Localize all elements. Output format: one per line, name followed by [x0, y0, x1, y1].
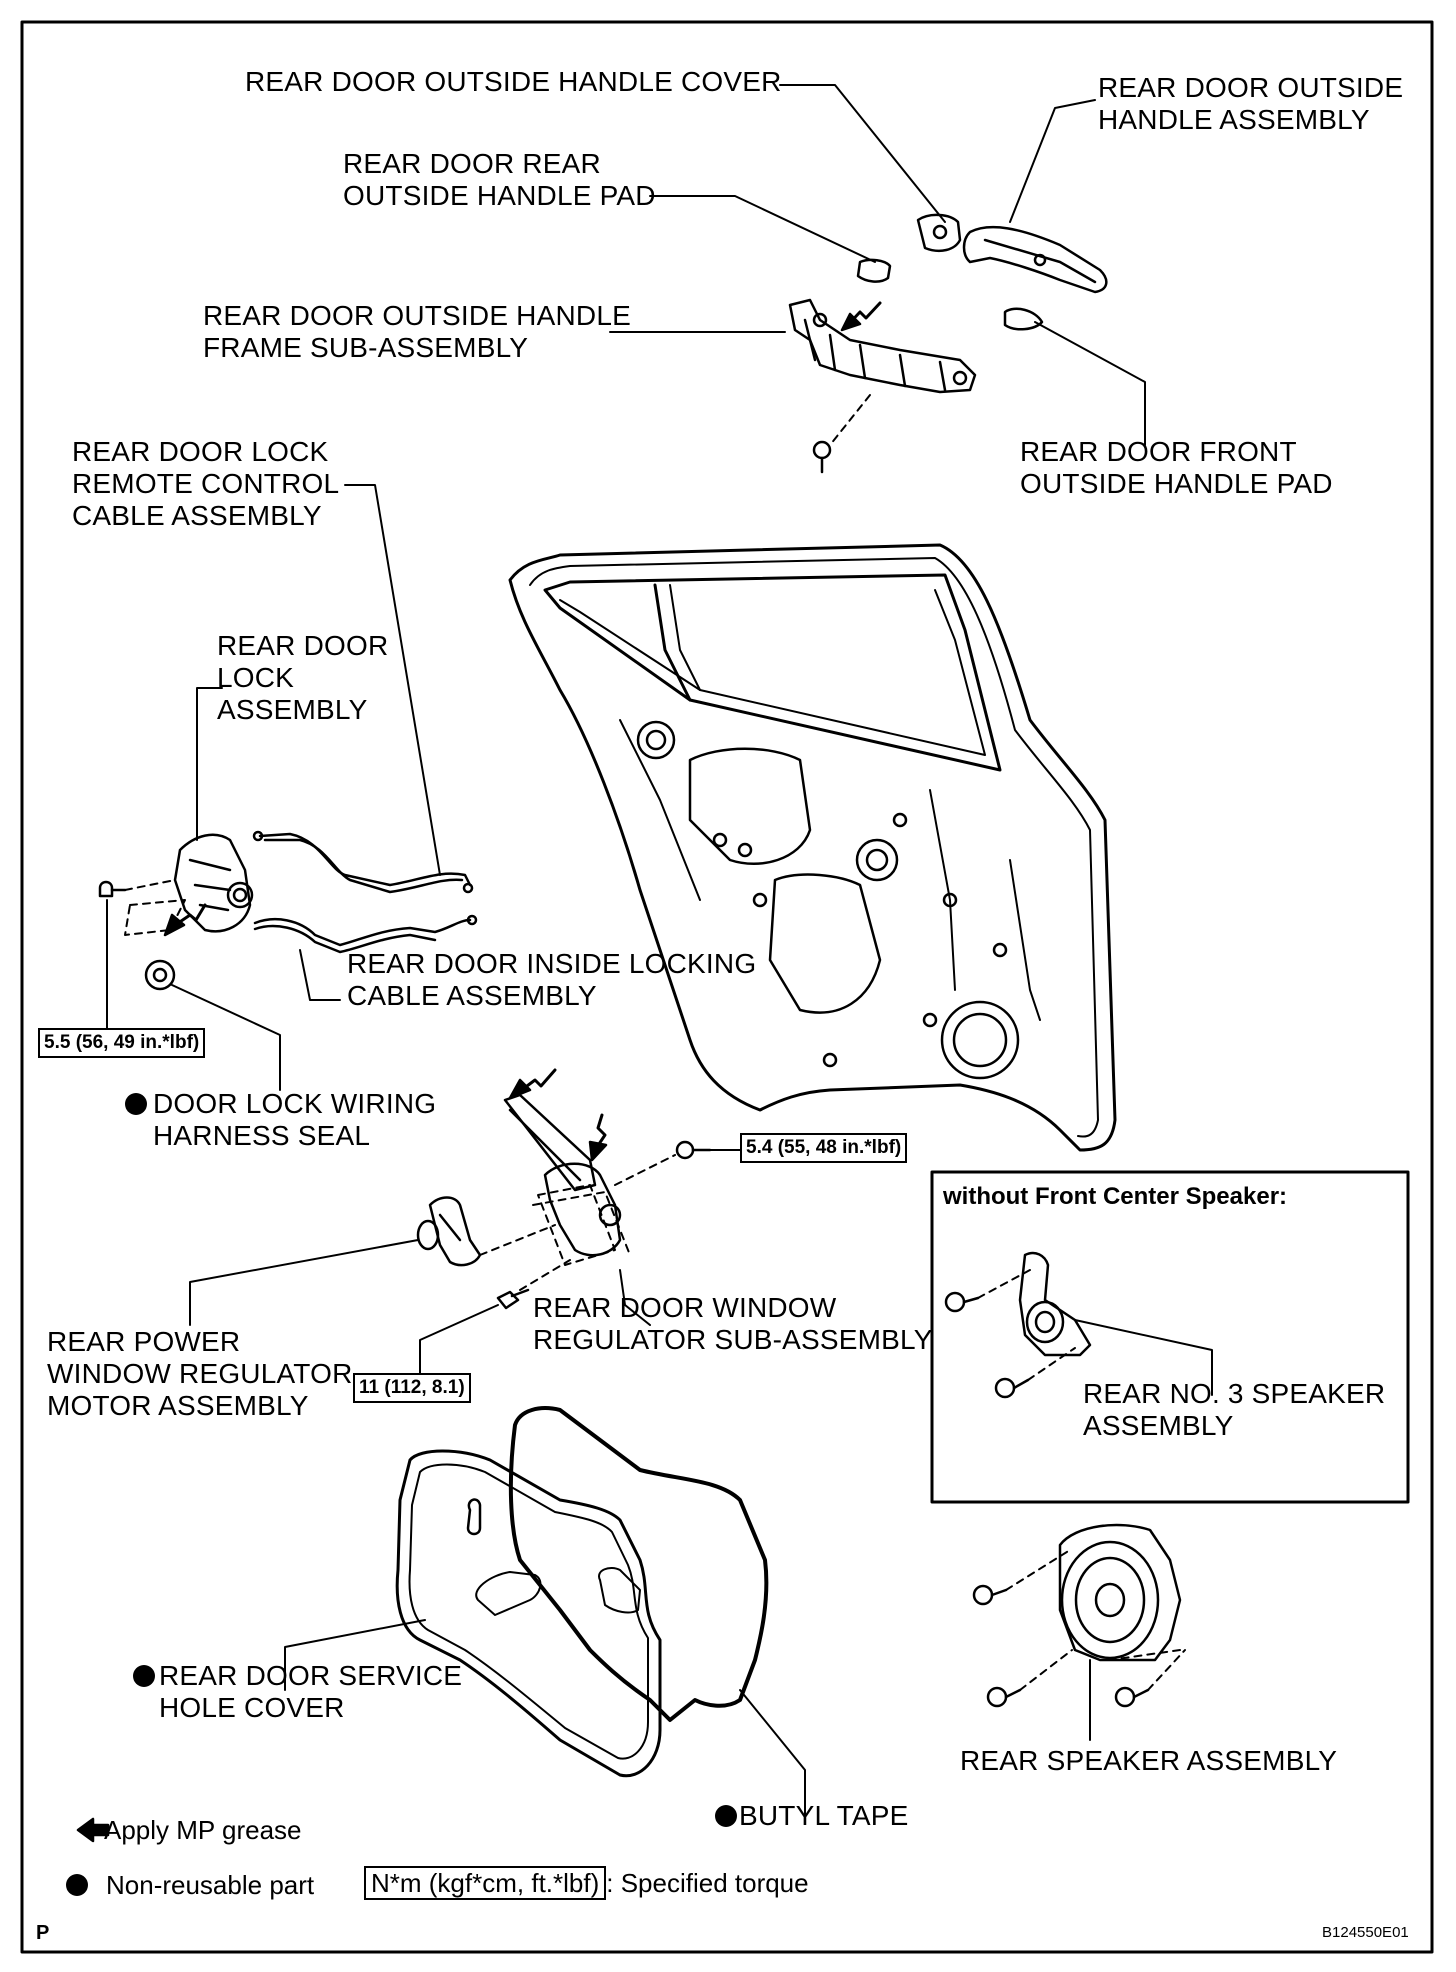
non-reusable-dot [715, 1805, 737, 1827]
label-front-outside-handle-pad: REAR DOOR FRONT OUTSIDE HANDLE PAD [1020, 436, 1333, 499]
inset-title: without Front Center Speaker: [943, 1183, 1288, 1210]
torque-regulator-bolt: 11 (112, 8.1) [353, 1373, 471, 1403]
outside-handle-assembly [962, 225, 1108, 294]
legend-torque: N*m (kgf*cm, ft.*lbf): Specified torque [364, 1866, 809, 1900]
rear-speaker-screw-right [1114, 1686, 1150, 1708]
handle-frame-screw [812, 440, 832, 474]
legend-non-reusable-text: Non-reusable part [106, 1870, 315, 1900]
no3-speaker-screw-lower [994, 1377, 1030, 1399]
door-lock-assembly [173, 833, 254, 933]
label-door-lock-assembly: REAR DOOR LOCK ASSEMBLY [217, 630, 389, 725]
rear-speaker [1058, 1523, 1182, 1662]
corner-letter: P [36, 1922, 50, 1944]
window-regulator-motor [416, 1196, 482, 1267]
label-wiring-harness-seal: DOOR LOCK WIRING HARNESS SEAL [125, 1088, 436, 1152]
regulator-screw [675, 1140, 712, 1160]
label-service-hole-cover: REAR DOOR SERVICE HOLE COVER [133, 1660, 462, 1724]
torque-regulator: 5.4 (55, 48 in.*lbf) [740, 1133, 908, 1163]
legend-non-reusable: Non-reusable part [66, 1870, 314, 1900]
rear-door-panel [508, 543, 1117, 1152]
label-rear-speaker: REAR SPEAKER ASSEMBLY [960, 1745, 1338, 1776]
label-service-hole-cover-text: REAR DOOR SERVICE HOLE COVER [159, 1660, 463, 1723]
label-window-regulator: REAR DOOR WINDOW REGULATOR SUB-ASSEMBLY [533, 1292, 933, 1355]
label-no3-speaker: REAR NO. 3 SPEAKER ASSEMBLY [1083, 1378, 1386, 1441]
rear-speaker-screw-top [972, 1584, 1008, 1606]
label-wiring-harness-seal-text: DOOR LOCK WIRING HARNESS SEAL [153, 1088, 437, 1151]
page-border [20, 20, 1434, 1954]
non-reusable-dot [133, 1665, 155, 1687]
rear-speaker-screw-left [986, 1686, 1022, 1708]
outside-handle-frame [788, 298, 977, 394]
wiring-harness-seal [144, 959, 176, 991]
service-hole-cover [395, 1449, 662, 1778]
inset-box [930, 1170, 1410, 1504]
non-reusable-dot [66, 1874, 88, 1896]
no3-speaker-screw-upper [944, 1291, 980, 1313]
grease-arrow-icon [76, 1817, 110, 1843]
legend-grease: Apply MP grease [104, 1815, 302, 1845]
label-outside-handle-assembly: REAR DOOR OUTSIDE HANDLE ASSEMBLY [1098, 72, 1404, 135]
legend-torque-box: N*m (kgf*cm, ft.*lbf) [364, 1866, 607, 1900]
front-outside-handle-pad [1003, 307, 1044, 331]
torque-lock: 5.5 (56, 49 in.*lbf) [38, 1028, 206, 1058]
window-regulator [503, 1093, 631, 1266]
figure-code: B124550E01 [1322, 1924, 1409, 1941]
label-butyl-tape: BUTYL TAPE [715, 1800, 909, 1832]
inside-locking-cable [253, 914, 478, 954]
outside-handle-cover [916, 213, 962, 252]
label-outside-handle-cover: REAR DOOR OUTSIDE HANDLE COVER [245, 66, 782, 97]
butyl-tape [508, 1406, 769, 1722]
no3-speaker [1018, 1251, 1092, 1357]
label-regulator-motor: REAR POWER WINDOW REGULATOR MOTOR ASSEMB… [47, 1326, 353, 1421]
label-inside-locking-cable: REAR DOOR INSIDE LOCKING CABLE ASSEMBLY [347, 948, 757, 1011]
door-lock-screw [98, 880, 127, 898]
regulator-bolt [496, 1288, 530, 1310]
remote-control-cable [252, 830, 474, 894]
legend-torque-desc: : Specified torque [606, 1868, 809, 1898]
label-outside-handle-frame: REAR DOOR OUTSIDE HANDLE FRAME SUB-ASSEM… [203, 300, 631, 363]
label-butyl-tape-text: BUTYL TAPE [739, 1800, 909, 1831]
label-remote-control-cable: REAR DOOR LOCK REMOTE CONTROL CABLE ASSE… [72, 436, 340, 531]
rear-outside-handle-pad [856, 258, 892, 283]
non-reusable-dot [125, 1093, 147, 1115]
label-rear-outside-handle-pad: REAR DOOR REAR OUTSIDE HANDLE PAD [343, 148, 656, 211]
